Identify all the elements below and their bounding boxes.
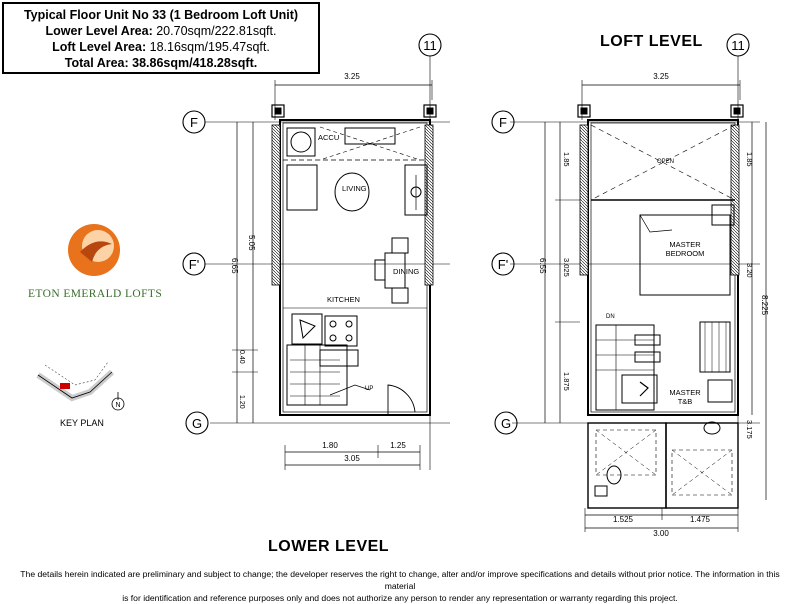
room-accu: ACCU: [318, 133, 339, 142]
loft-area-row: Loft Level Area: 18.16sqm/195.47sqft.: [10, 39, 312, 55]
brand-name: ETON EMERALD LOFTS: [28, 288, 163, 300]
loft-area-label: Loft Level Area:: [52, 40, 147, 54]
room-living: LIVING: [342, 184, 367, 193]
label-up: UP: [365, 386, 373, 392]
brand-logo: [68, 224, 120, 276]
dim-loft-bottom-total: 3.00: [653, 529, 669, 538]
dim-loft-v-r4: 3.175: [745, 420, 754, 439]
total-area: Total Area: 38.86sqm/418.28sqft.: [64, 56, 258, 70]
dim-loft-bottom-a: 1.525: [613, 515, 634, 524]
label-open: OPEN: [657, 159, 674, 165]
dim-lower-v-total: 6.65: [230, 258, 239, 274]
disclaimer-line-2: is for identification and reference purp…: [122, 593, 678, 603]
dim-loft-v-c: 1.875: [562, 372, 571, 391]
key-plan-label: KEY PLAN: [60, 418, 104, 428]
room-master-bedroom-1: MASTER: [669, 240, 701, 249]
room-master-bedroom-2: BEDROOM: [666, 249, 705, 258]
room-master-tb-1: MASTER: [669, 388, 701, 397]
grid-f2-loft: F': [498, 257, 508, 272]
unit-info-box: Typical Floor Unit No 33 (1 Bedroom Loft…: [2, 2, 320, 74]
grid-g-lower: G: [192, 416, 202, 431]
grid-11-lower: 11: [423, 38, 437, 53]
grid-f2-lower: F': [189, 257, 199, 272]
lower-area-value: 20.70sqm/222.81sqft.: [156, 24, 277, 38]
unit-title: Typical Floor Unit No 33 (1 Bedroom Loft…: [23, 8, 299, 22]
room-kitchen: KITCHEN: [327, 295, 360, 304]
dim-loft-v-r1: 1.85: [745, 152, 754, 167]
room-dining: DINING: [393, 267, 419, 276]
dim-loft-v-a: 1.85: [562, 152, 571, 167]
dim-loft-v-total: 6.55: [538, 258, 547, 274]
grid-f-loft: F: [499, 115, 507, 130]
dim-lower-bottom-a: 1.80: [322, 441, 338, 450]
dim-lower-top: 3.25: [344, 72, 360, 81]
dim-loft-v-b: 3.025: [562, 258, 571, 277]
dim-loft-v-r2: 3.20: [745, 263, 754, 278]
lower-area-row: Lower Level Area: 20.70sqm/222.81sqft.: [10, 23, 312, 39]
loft-area-value: 18.16sqm/195.47sqft.: [149, 40, 270, 54]
loft-level-plan: [491, 33, 767, 532]
room-master-tb-2: T&B: [678, 397, 693, 406]
key-plan-map: [36, 361, 125, 411]
dim-lower-v-a: 5.05: [247, 235, 256, 251]
dim-lower-bottom-total: 3.05: [344, 454, 360, 463]
dim-loft-bottom-b: 1.475: [690, 515, 711, 524]
dim-lower-v-b: 0.40: [238, 350, 245, 364]
grid-g-loft: G: [501, 416, 511, 431]
dim-loft-top: 3.25: [653, 72, 669, 81]
grid-11-loft: 11: [731, 38, 745, 53]
lower-level-plan: [182, 33, 450, 470]
dim-lower-v-c: 1.20: [238, 395, 245, 409]
north-arrow-label: N: [115, 402, 120, 409]
dim-lower-bottom-b: 1.25: [390, 441, 406, 450]
loft-level-label: LOFT LEVEL: [600, 33, 703, 50]
lower-area-label: Lower Level Area:: [45, 24, 153, 38]
disclaimer-line-1: The details herein indicated are prelimi…: [20, 569, 780, 591]
lower-level-label: LOWER LEVEL: [268, 538, 390, 555]
label-dn: DN: [606, 314, 615, 320]
disclaimer: The details herein indicated are prelimi…: [10, 568, 790, 604]
dim-loft-v-r3: 8.225: [760, 295, 769, 316]
grid-f-lower: F: [190, 115, 198, 130]
